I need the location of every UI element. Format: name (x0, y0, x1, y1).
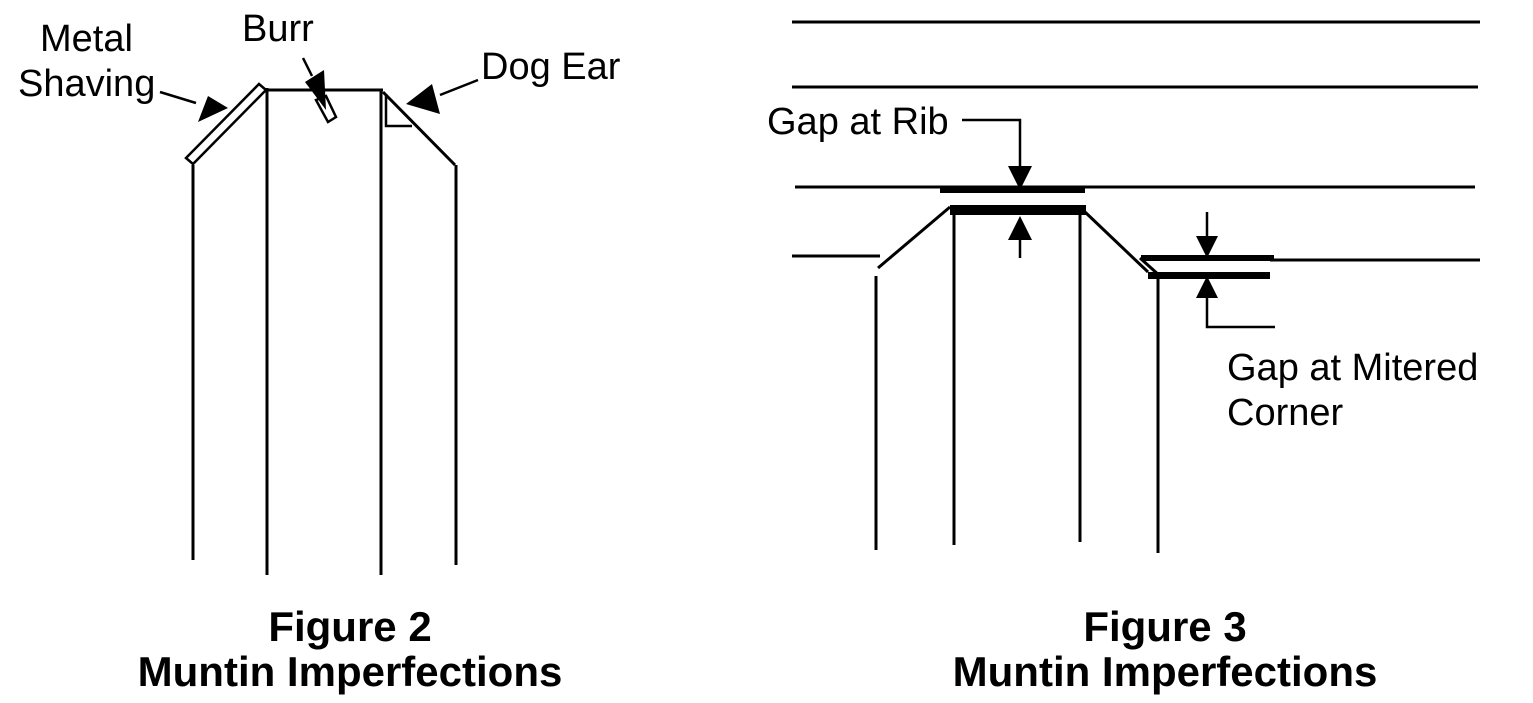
dog-ear-arrowhead (406, 84, 440, 114)
gap-at-rib-label: Gap at Rib (767, 101, 949, 143)
figure3-thick-gaps (940, 186, 1274, 279)
figure2-drawing (159, 57, 479, 575)
figure3-drawing (792, 20, 1480, 553)
mitre-gap-upper-bar (1141, 255, 1274, 261)
metal-shaving-label-line2: Shaving (18, 63, 156, 105)
figure2-caption-title: Muntin Imperfections (137, 648, 563, 695)
gap-at-mitered-corner-label-line2: Corner (1227, 392, 1344, 434)
figure3-caption-number: Figure 3 (1083, 603, 1247, 650)
figure2-arrowheads (198, 70, 440, 122)
metal-shaving-label-line1: Metal (40, 18, 133, 60)
rib-gap-lower-bar (950, 205, 1086, 215)
fig3-left-mitre (877, 205, 951, 270)
dog-ear-shape (384, 94, 412, 128)
gap-at-rib-up-arrowhead (1008, 216, 1032, 240)
rib-gap-upper-bar (940, 186, 1085, 193)
metal-shaving-arrowhead (198, 96, 228, 122)
dog-ear-label: Dog Ear (481, 46, 621, 88)
dog-ear-leader (439, 78, 479, 97)
figure3-caption-title: Muntin Imperfections (952, 648, 1378, 695)
gap-at-rib-down-arrowhead (1008, 166, 1032, 190)
burr-label: Burr (242, 8, 314, 50)
gap-mitered-leader (1205, 290, 1275, 329)
burr-arrowhead (305, 70, 326, 110)
gap-at-rib-leader (962, 118, 1022, 175)
gap-at-mitered-corner-label-line1: Gap at Mitered (1227, 347, 1479, 389)
burr-leader (301, 57, 314, 77)
figure3-arrowheads (1008, 166, 1218, 298)
gap-mitered-up-arrowhead (1196, 276, 1218, 298)
gap-mitered-down-arrowhead (1196, 236, 1218, 258)
figure2-caption-number: Figure 2 (268, 603, 432, 650)
metal-shaving-leader (159, 90, 197, 105)
fig2-right-mitre (381, 90, 457, 167)
metal-shaving-shape (184, 82, 268, 166)
fig3-right-mitre (1083, 210, 1150, 274)
mitre-gap-lower-bar (1148, 272, 1270, 279)
